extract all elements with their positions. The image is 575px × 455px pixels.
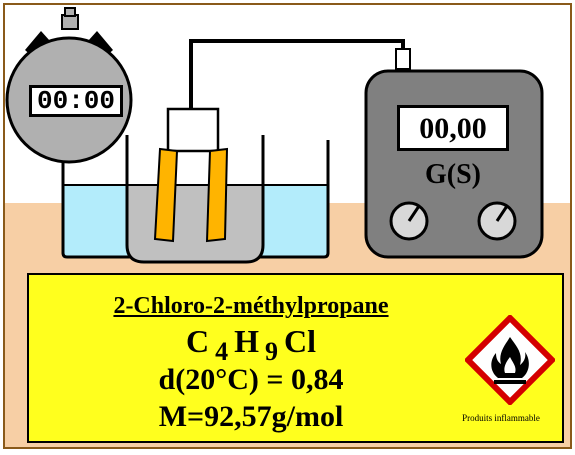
density-value: d(20°C) = 0,84: [158, 363, 344, 396]
formula-carbon: C: [186, 323, 210, 359]
compound-name: 2-Chloro-2-méthylpropane: [113, 293, 389, 319]
hazard-caption: Produits inflammable: [462, 413, 540, 423]
electrode-right: [205, 147, 229, 243]
flammable-icon: [465, 315, 555, 405]
experiment-scene: 00:00 00,00 G(S) 2-Chloro-2-méthylpropan…: [3, 3, 572, 449]
stopwatch-display: 00:00: [29, 85, 123, 117]
conductimeter-label: G(S): [425, 159, 481, 190]
cable-plug: [395, 48, 411, 70]
formula-hydrogen: H: [234, 323, 259, 359]
reaction-beaker: [127, 185, 263, 262]
formula-hydrogen-count: 9: [265, 337, 278, 366]
formula-chlorine: Cl: [284, 323, 316, 359]
knob-right: [477, 201, 517, 241]
knob-left: [389, 201, 429, 241]
probe-head: [166, 107, 220, 153]
molar-mass-value: M=92,57g/mol: [158, 400, 344, 433]
electrode-left: [153, 147, 179, 243]
conductimeter-display: 00,00: [397, 105, 509, 151]
formula-carbon-count: 4: [215, 337, 229, 366]
reaction-beaker-outline: [125, 135, 265, 264]
